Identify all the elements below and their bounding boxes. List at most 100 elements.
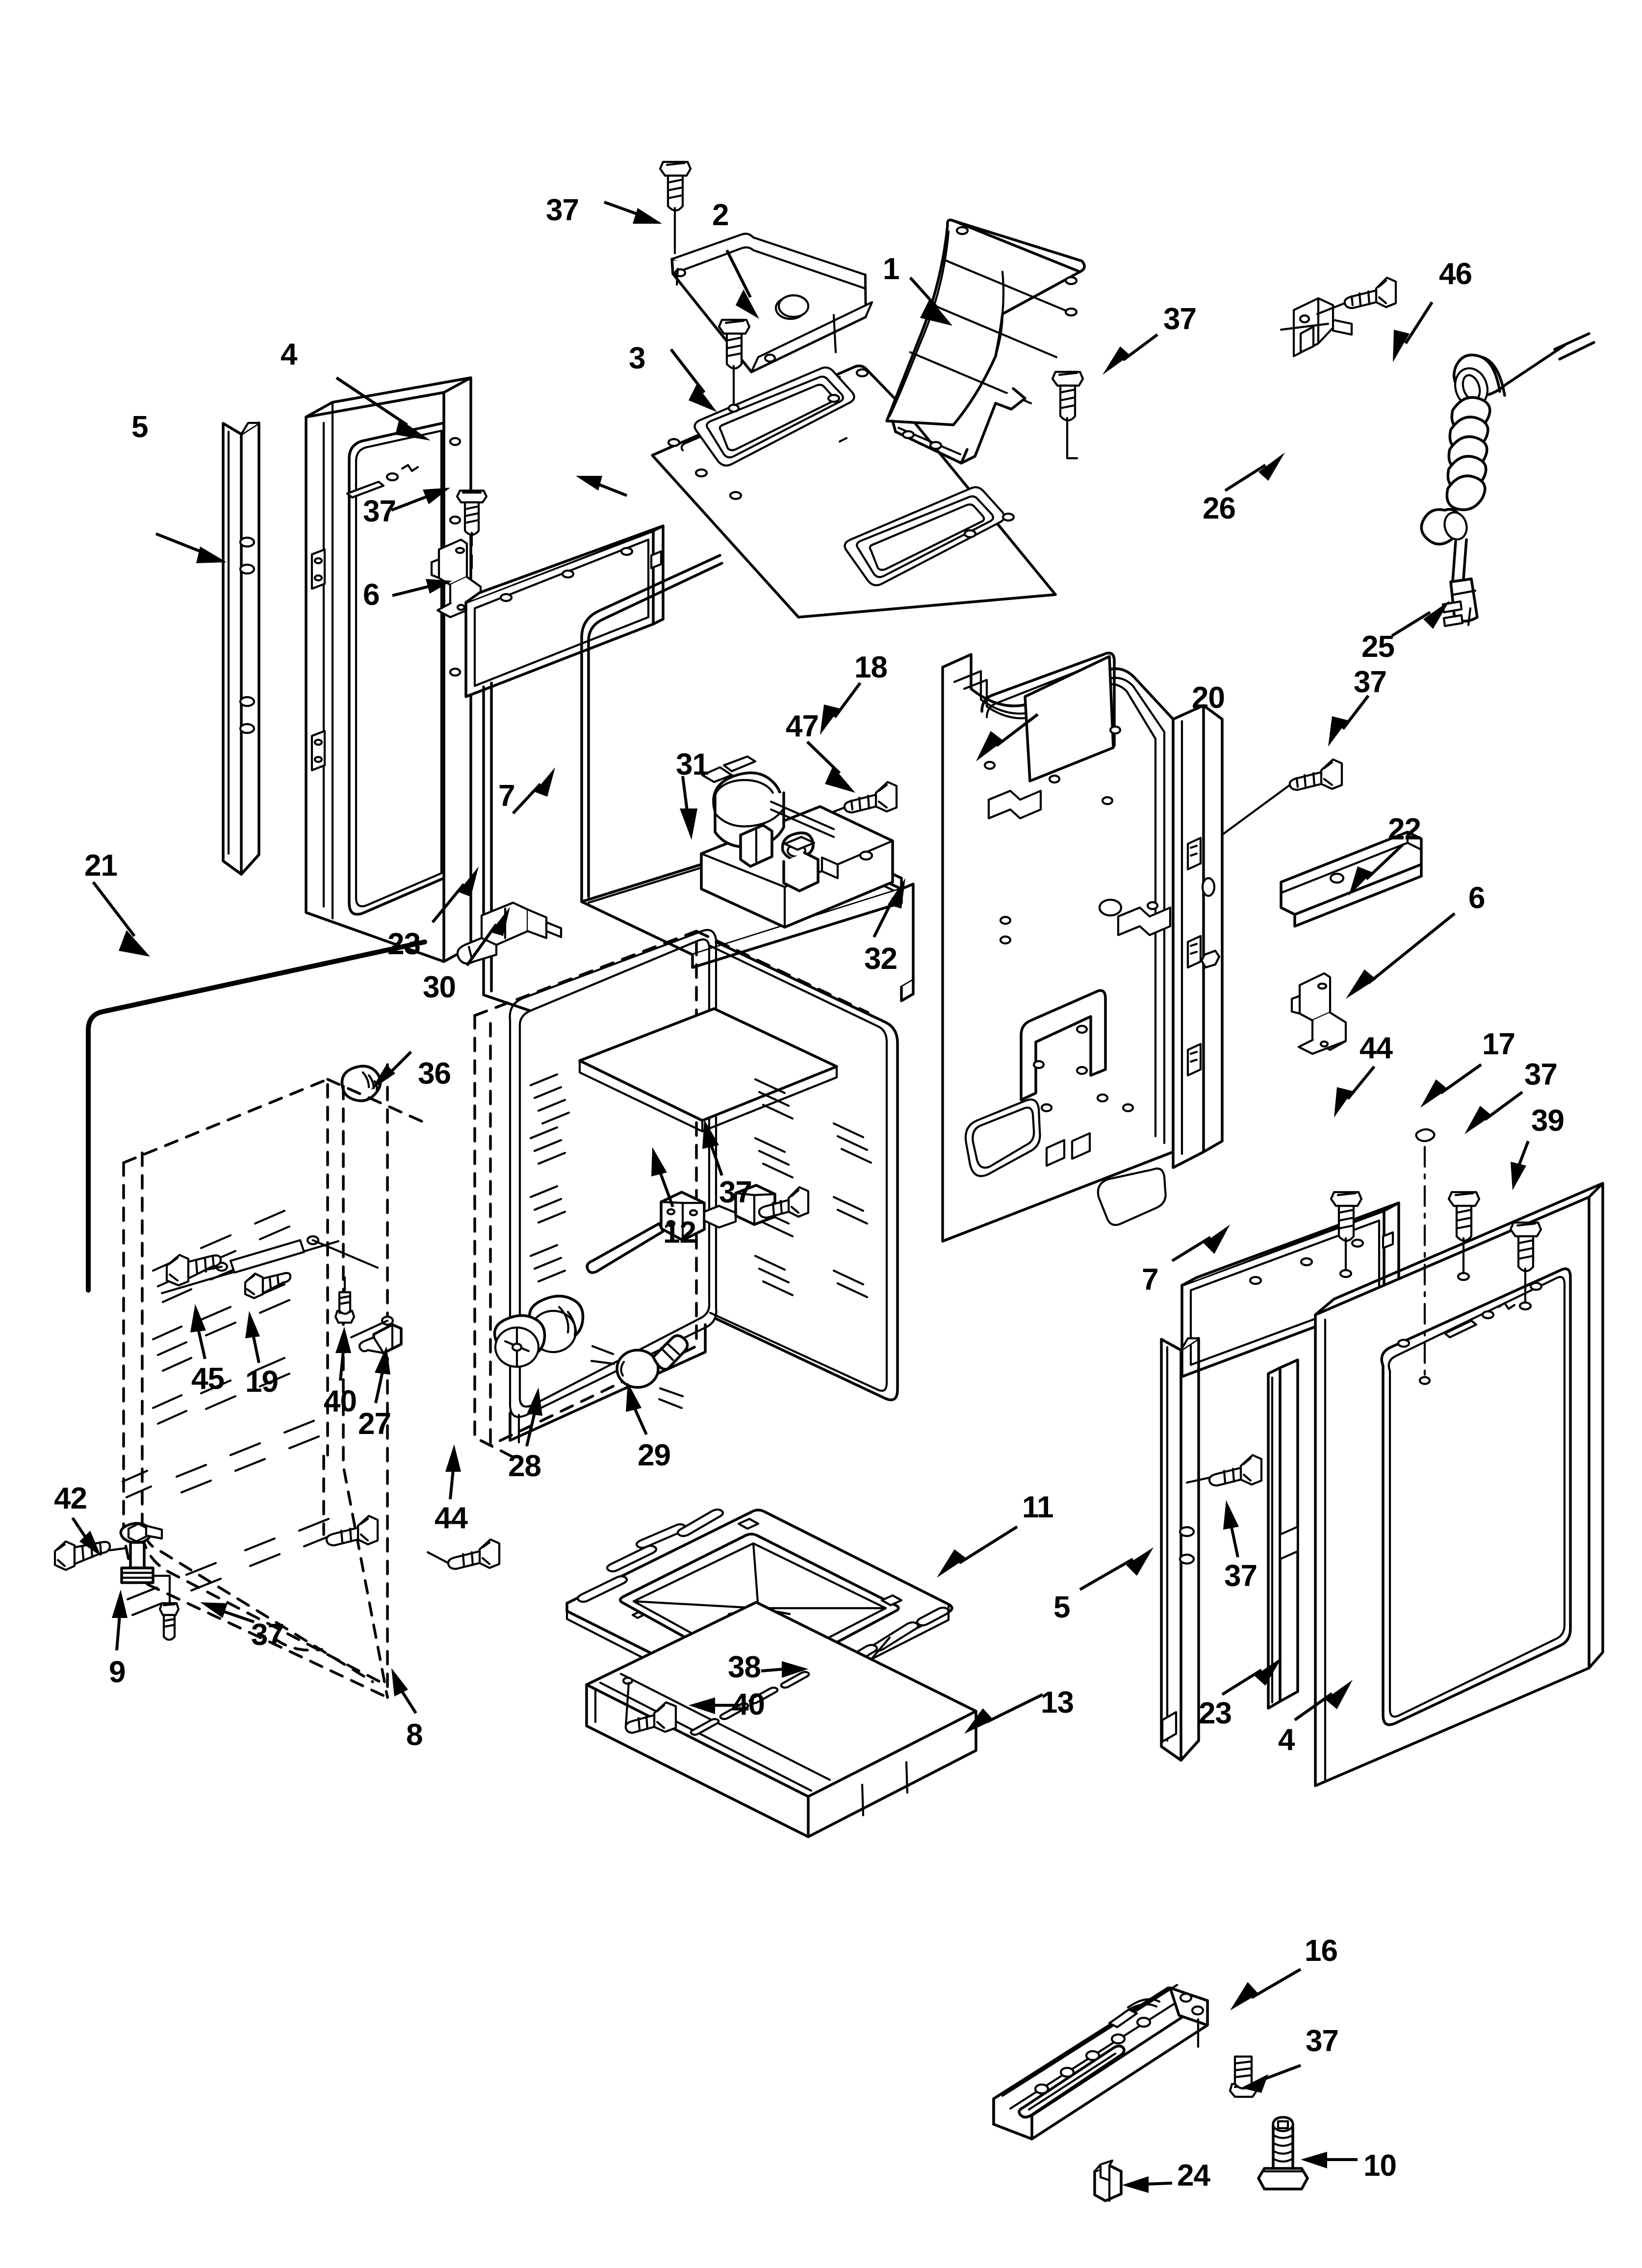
callout-leaders (71, 201, 1530, 2193)
callout-label-4-right: 4 (1278, 1723, 1295, 1757)
callout-label-25: 25 (1361, 630, 1395, 664)
callout-label-29: 29 (638, 1438, 671, 1472)
callout-label-11: 11 (1022, 1490, 1054, 1524)
callout-label-7-left: 7 (498, 779, 515, 813)
part-37-screw-anti-tip (1229, 2055, 1258, 2098)
part-4-side-panel-left (305, 376, 472, 963)
part-9-leveling-leg-assembly (119, 1522, 171, 1604)
callout-label-44-right: 44 (1360, 1031, 1393, 1065)
part-37-screw-top-left (659, 160, 692, 255)
part-29-oven-light-bulb (590, 1334, 689, 1409)
callout-label-37-right-trim: 37 (1224, 1559, 1257, 1593)
callout-label-5-left: 5 (131, 410, 148, 444)
part-25-power-cord (1420, 332, 1595, 627)
callout-label-38: 38 (728, 1650, 761, 1684)
callout-label-32: 32 (864, 942, 898, 976)
callout-label-45: 45 (191, 1362, 225, 1396)
callout-label-6-left: 6 (363, 578, 380, 612)
part-20-rear-panel (941, 652, 1175, 1243)
rear-panel-right-post (1172, 704, 1224, 1169)
part-37-screw-door-switch (758, 1186, 810, 1219)
part-24-clip-retainer (1093, 2159, 1123, 2202)
part-37-screw-right-trim (1185, 1454, 1263, 1487)
part-42-screw (53, 1540, 126, 1571)
callout-label-13: 13 (1041, 1686, 1074, 1720)
part-4-side-panel-right (1314, 1182, 1604, 1787)
callout-label-31: 31 (676, 748, 709, 782)
callout-label-19: 19 (245, 1365, 279, 1399)
callout-label-24: 24 (1177, 2159, 1210, 2192)
callout-label-37-rear-right: 37 (1354, 665, 1387, 699)
callout-label-9: 9 (109, 1655, 126, 1689)
callout-label-22: 22 (1388, 812, 1421, 846)
part-46-screw (1316, 276, 1397, 315)
part-5-side-trim-strip (222, 421, 260, 876)
part-8-oven-cavity-outline (473, 929, 899, 1461)
part-22-cross-brace-rail (1280, 831, 1423, 928)
part-16-anti-tip-bracket-rail (992, 1983, 1209, 2140)
part-28-oven-light-lens-assembly (493, 1295, 585, 1368)
part-40-screw-drawer (624, 1681, 677, 1734)
callout-label-2: 2 (712, 198, 729, 232)
callout-label-21: 21 (84, 849, 118, 883)
callout-label-40-left: 40 (324, 1384, 357, 1418)
callout-label-23-right: 23 (1199, 1696, 1232, 1730)
part-21-cavity-insulation-edge (86, 939, 427, 1293)
callout-label-30: 30 (423, 970, 456, 1004)
callout-label-4-left: 4 (281, 338, 297, 371)
part-27-spacer-stud (358, 1323, 403, 1355)
part-10-leveling-leg (1257, 2116, 1309, 2190)
callout-label-36: 36 (418, 1057, 451, 1091)
part-44-screw-right (1330, 1191, 1363, 1278)
part-32-door-lock-motor-assembly (700, 755, 894, 929)
callout-label-10: 10 (1363, 2149, 1397, 2183)
callout-label-17: 17 (1482, 1027, 1515, 1061)
part-37-screw-leveling-leg (158, 1602, 180, 1641)
callout-label-27: 27 (358, 1407, 391, 1441)
part-37-screw-over-burner-box (718, 318, 751, 413)
callout-label-42: 42 (54, 1482, 87, 1515)
part-23-side-bracket-edge-right (1267, 1358, 1299, 1710)
part-7-front-filler-panel-left (464, 524, 665, 698)
callout-label-37-rear-vent: 37 (1163, 302, 1197, 336)
callout-label-46: 46 (1439, 257, 1472, 291)
callout-label-39: 39 (1531, 1104, 1565, 1138)
callout-label-5-right: 5 (1053, 1590, 1070, 1624)
part-6-hinge-receptacle-right (1290, 972, 1347, 1055)
part-13-bottom-drawer-panel (585, 1601, 977, 1838)
callout-label-37-leveling-leg: 37 (251, 1618, 284, 1652)
callout-label-40-drawer: 40 (732, 1688, 765, 1721)
callout-label-37-anti-tip: 37 (1306, 2024, 1339, 2058)
part-37-screw-rear-vent (1051, 370, 1084, 460)
part-36-knob-cap (340, 1065, 382, 1102)
callout-label-7-right: 7 (1142, 1263, 1158, 1297)
part-44-screw-bottom-left (325, 1514, 379, 1547)
insulation-hatching (529, 1073, 872, 1329)
part-5-side-trim-strip-right (1160, 1337, 1200, 1762)
callout-label-1: 1 (883, 252, 899, 286)
callout-label-3: 3 (629, 341, 645, 375)
callout-label-37-door-switch: 37 (719, 1175, 752, 1209)
callout-label-18: 18 (854, 651, 888, 684)
callout-label-37-hinge-left: 37 (363, 495, 396, 528)
part-45-screw (165, 1253, 222, 1287)
callout-label-37-top-left: 37 (546, 193, 579, 227)
part-39-screw (1509, 1221, 1542, 1311)
part-44-screw-left-cabinet (426, 1538, 501, 1570)
callout-label-8: 8 (406, 1718, 423, 1752)
callout-label-12: 12 (663, 1216, 696, 1250)
callout-label-37-right-top: 37 (1524, 1058, 1558, 1092)
callout-label-16: 16 (1305, 1934, 1338, 1968)
part-1-rear-vent-trim (885, 218, 1086, 465)
part-37-screw-rear-right (1222, 758, 1343, 835)
callout-label-23-left: 23 (387, 927, 421, 961)
part-3-burner-box-top (651, 365, 1057, 619)
callout-label-28: 28 (508, 1449, 541, 1483)
part-2-bracket-clip (670, 233, 873, 373)
part-47-screw (830, 781, 898, 814)
part-37-screw-right-panel-top (1447, 1191, 1481, 1281)
callout-label-26: 26 (1203, 492, 1236, 525)
part-19-screw (244, 1272, 292, 1300)
